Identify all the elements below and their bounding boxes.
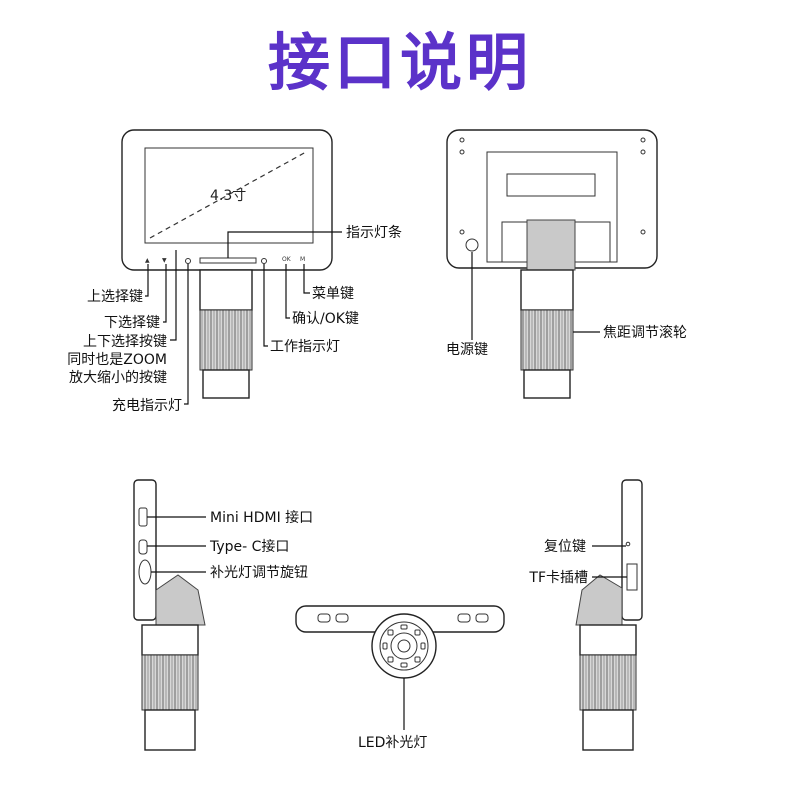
front-screen [144,147,314,244]
back-view: 电源键 焦距调节滚轮 [446,129,687,399]
type-c-label: Type- C接口 [209,538,289,555]
back-label-plate [506,173,596,197]
menu-key-label: 菜单键 [312,286,354,302]
up-key-leader [145,264,149,297]
charge-led-leader [184,264,189,405]
ok-key-label: 确认/OK键 [292,311,359,327]
zoom-key-label-3: 放大缩小的按键 [69,370,167,386]
charge-led-label: 充电指示灯 [112,398,182,414]
left-lens-tube [144,709,196,751]
lens-icon [390,632,418,660]
mini-hdmi-label: Mini HDMI 接口 [210,509,313,526]
right-focus-grip [579,654,637,711]
led-light-label: LED补光灯 [358,735,427,751]
led-ring-inner [379,621,429,671]
led-light-icons [382,624,426,668]
screw-icon [459,137,465,143]
bottom-slot-icon [475,613,489,623]
front-lens-tube [202,369,250,399]
up-key-label: 上选择键 [87,289,143,305]
indicator-strip-label: 指示灯条 [346,224,402,241]
back-neck [520,269,574,311]
led-ring-outer [371,613,437,679]
back-lens-tube [523,369,571,399]
screen-size-label: 4.3寸 [210,188,246,204]
power-icon [465,238,479,252]
screw-icon [459,229,465,235]
right-lens-tube [582,709,634,751]
bottom-slot-icon [317,613,331,623]
reset-key-label: 复位键 [544,538,586,555]
front-view: 4.3寸 ▲ ▼ OK M 上选择键 下选择键 上下选择按键 同时也是ZOOM … [67,129,402,414]
charge-led-icon [185,258,191,264]
left-neck [141,624,199,656]
work-led-label: 工作指示灯 [270,339,340,355]
zoom-key-label-2: 同时也是ZOOM [67,352,167,368]
down-key-label: 下选择键 [104,315,160,331]
screw-icon [459,149,465,155]
screw-icon [640,149,646,155]
front-focus-grip [199,309,253,371]
front-neck [199,269,253,311]
right-side-view: 复位键 TF卡插槽 [528,479,643,751]
down-key-leader [163,264,167,323]
indicator-strip-leader [227,231,342,258]
zoom-key-label-1: 上下选择按键 [83,334,167,350]
zoom-key-leader [170,250,177,341]
bottom-slot-icon [335,613,349,623]
page-title: 接口说明 [267,26,532,99]
power-key-label: 电源键 [446,342,488,358]
right-device-body [621,479,643,621]
menu-key-leader [303,264,310,294]
up-arrow-icon: ▲ [145,257,150,264]
back-stand-arm [526,219,576,271]
screw-icon [640,229,646,235]
reset-hole-icon [625,541,631,547]
focus-wheel-label: 焦距调节滚轮 [603,324,687,341]
bottom-slot-icon [457,613,471,623]
lens-center-icon [397,639,411,653]
type-c-port-icon [138,539,148,555]
left-device-body [133,479,157,621]
work-led-icon [261,258,267,264]
work-led-leader [263,264,268,347]
ok-key-leader [285,264,290,319]
down-arrow-icon: ▼ [162,257,167,264]
left-focus-grip [141,654,199,711]
bottom-view: LED补光灯 [295,605,505,751]
screen-diagonal [149,151,307,239]
tf-slot-label: TF卡插槽 [528,570,588,586]
left-side-view: Mini HDMI 接口 Type- C接口 补光灯调节旋钮 [133,479,313,751]
left-stand-arm [155,574,206,626]
right-neck [579,624,637,656]
ok-button-mark: OK [282,256,292,263]
light-knob-label: 补光灯调节旋钮 [210,565,308,581]
menu-button-mark: M [300,256,305,263]
back-focus-grip [520,309,574,371]
screw-icon [640,137,646,143]
